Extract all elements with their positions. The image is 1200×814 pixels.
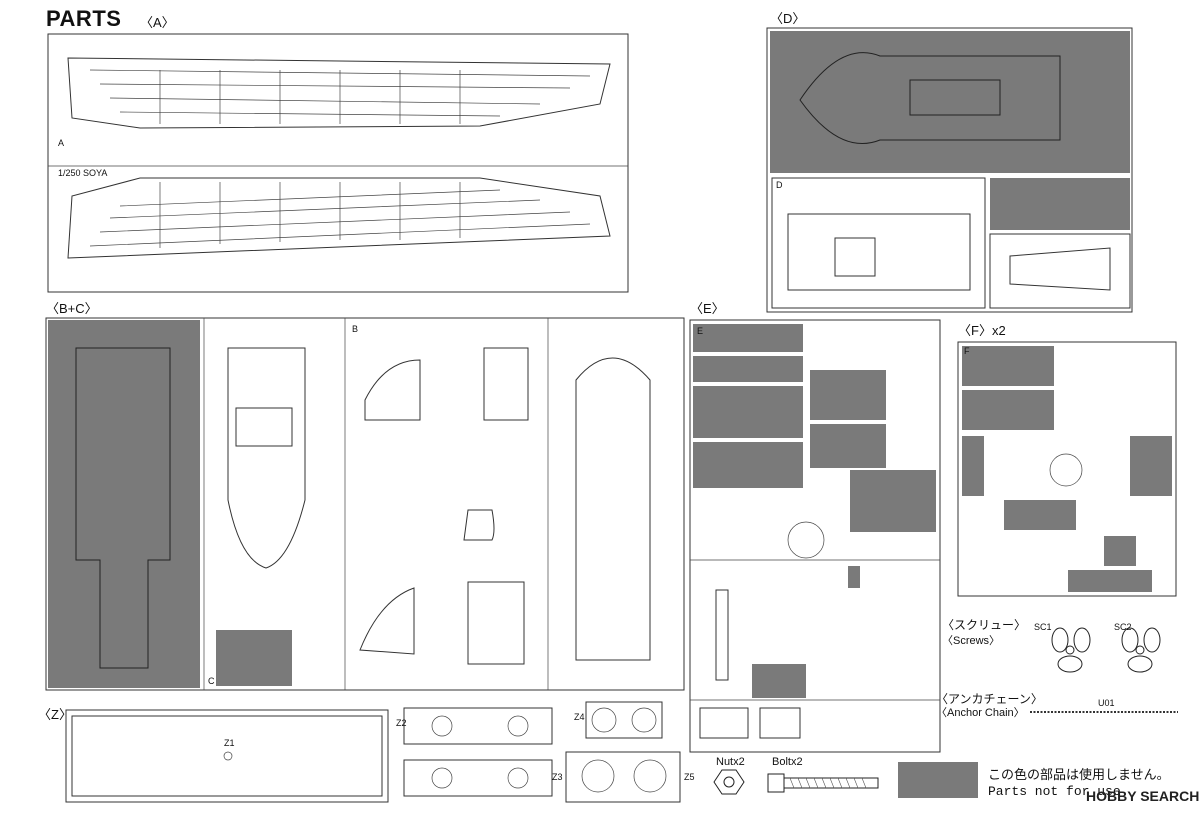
anchor-label-en: 〈Anchor Chain〉 (936, 707, 1025, 719)
deck-b1-unused (48, 320, 200, 688)
part-z4-label: Z4 (574, 712, 585, 722)
sprue-a-label: 〈A〉 (140, 15, 175, 30)
part-z1-label: Z1 (224, 738, 235, 748)
nut-drawing (713, 769, 745, 795)
sprue-z-label: 〈Z〉 (38, 707, 72, 722)
watermark-text: HOBBY SEARCH (1086, 788, 1200, 804)
screw-sc2-drawing (1121, 627, 1161, 673)
screws-label-en: 〈Screws〉 (942, 635, 1001, 647)
bolt-head-drawing (767, 773, 785, 793)
sprue-d-label: 〈D〉 (770, 11, 806, 26)
legend-text-en: Parts not for use (988, 784, 1121, 799)
deck-d1-unused (770, 31, 1130, 173)
model-tag: 1/250 SOYA (58, 168, 108, 178)
sprue-f-label: 〈F〉x2 (958, 323, 1006, 338)
sprue-f-frame (957, 341, 1177, 597)
sprue-a-tag: A (58, 138, 65, 148)
sprue-e-tag: E (697, 326, 704, 336)
screw-sc2-label: SC2 (1114, 622, 1132, 632)
page-title: PARTS (46, 6, 122, 31)
deck-plate (575, 357, 651, 661)
hull-part-bottom (67, 177, 611, 259)
anchor-label-jp: 〈アンカチェーン〉 (936, 692, 1043, 706)
sprue-bc-frame (45, 317, 685, 691)
sprue-bc-label: 〈B+C〉 (46, 301, 98, 316)
screw-sc1-label: SC1 (1034, 622, 1052, 632)
bolt-shaft-drawing (783, 777, 879, 789)
part-z5-label: Z5 (684, 772, 695, 782)
anchor-part-label: U01 (1098, 698, 1115, 708)
legend-text-jp: この色の部品は使用しません。 (988, 768, 1170, 783)
bolt-label: Boltx2 (772, 756, 803, 768)
sprue-a-frame (47, 33, 629, 293)
sprue-f-tag: F (964, 346, 970, 356)
sprue-d-tag: D (776, 180, 783, 190)
sprue-z-frame (65, 709, 389, 803)
nut-label: Nutx2 (716, 756, 745, 768)
sprue-d-frame (766, 27, 1133, 313)
sprue-e-label: 〈E〉 (690, 301, 725, 316)
sprue-c-tag: C (208, 676, 215, 686)
part-z2-label: Z2 (396, 718, 407, 728)
hull-part-top (67, 57, 611, 129)
sprue-b-tag: B (352, 324, 359, 334)
screw-sc1-drawing (1051, 627, 1091, 673)
part-z3-label: Z3 (552, 772, 563, 782)
sprue-e-frame (689, 319, 941, 753)
screws-label-jp: 〈スクリュー〉 (942, 618, 1027, 632)
unused-color-swatch (898, 762, 978, 798)
hull-plate (227, 347, 306, 569)
